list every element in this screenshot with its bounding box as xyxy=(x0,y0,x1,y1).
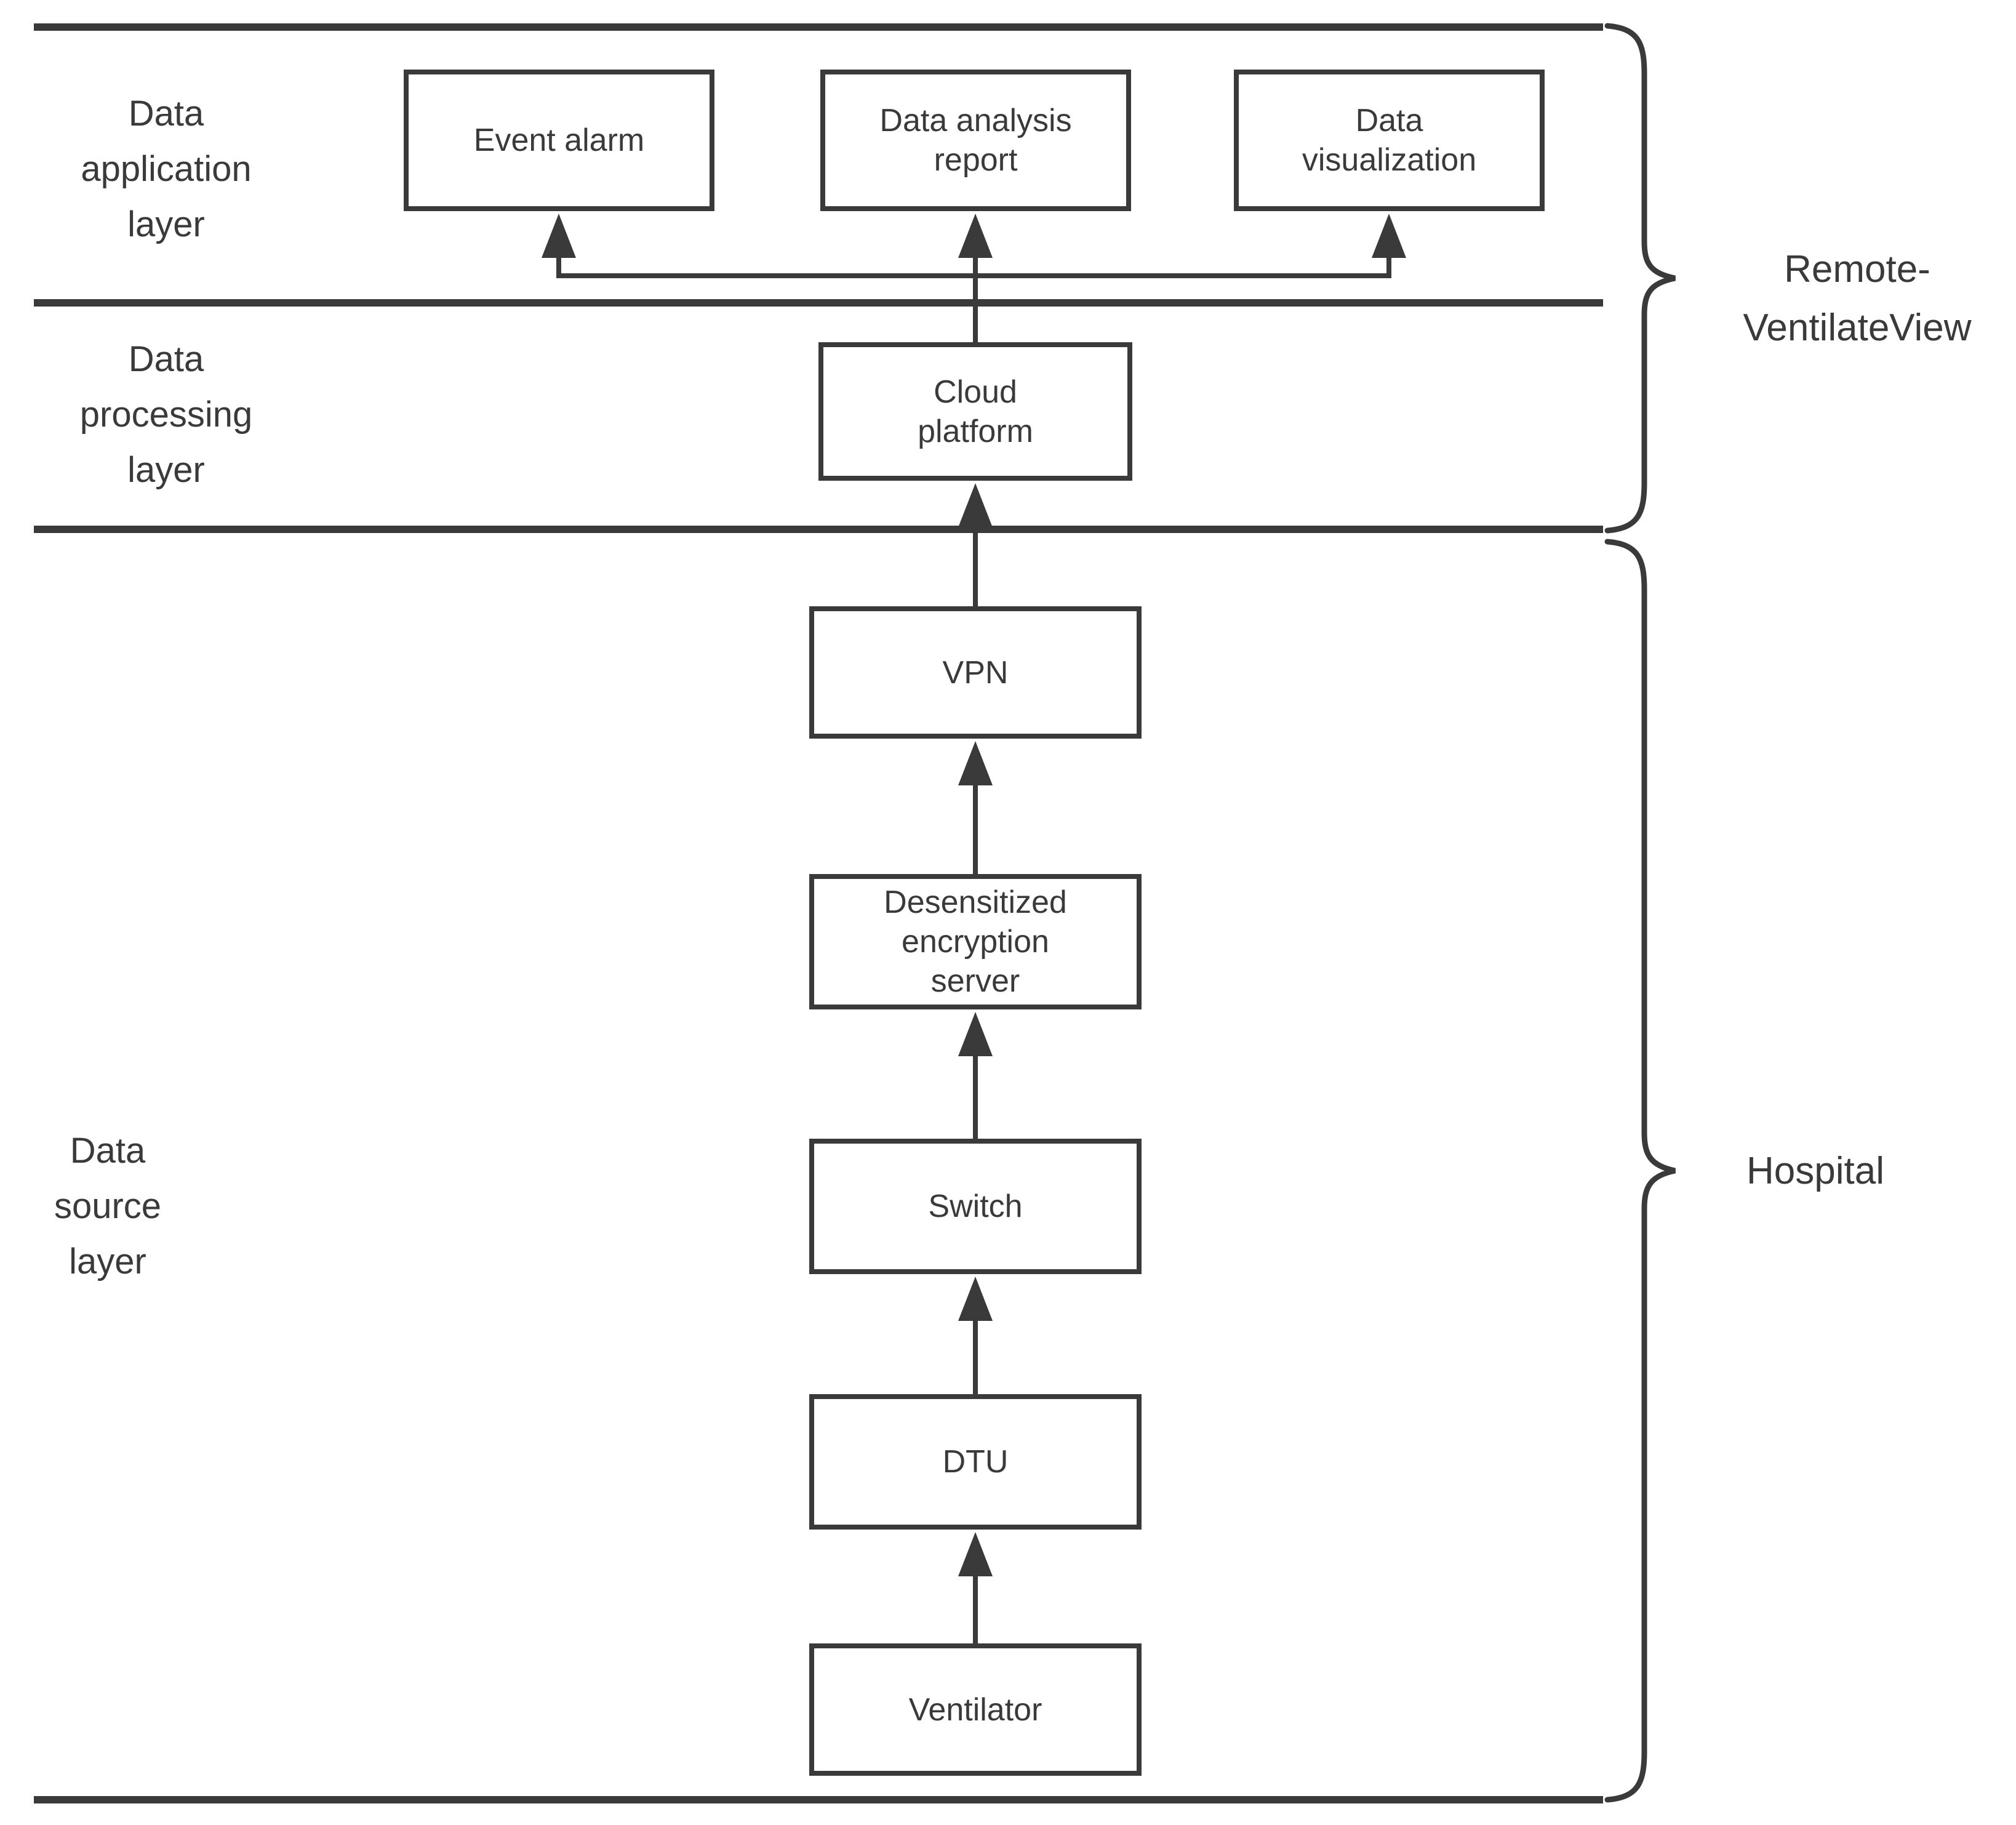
arrow-ventilator-to-dtu xyxy=(958,1532,993,1646)
arrow-stem xyxy=(973,783,978,876)
ventilator-label: Ventilator xyxy=(908,1691,1042,1728)
arrowhead-into-server xyxy=(958,1012,993,1056)
arrow-dtu-to-switch xyxy=(958,1277,993,1397)
connector-stem-center xyxy=(973,254,978,345)
switch-label: Switch xyxy=(928,1189,1023,1224)
connector-stub-left xyxy=(556,254,561,278)
vpn-label: VPN xyxy=(942,654,1009,691)
arrowhead-into-event-alarm xyxy=(542,214,576,258)
desensitized-encryption-server-label: Desensitized encryption server xyxy=(884,884,1067,999)
arrowhead-into-dtu xyxy=(958,1532,993,1576)
cloud-platform-label: Cloud platform xyxy=(918,374,1033,449)
arrow-stem xyxy=(973,1574,978,1646)
data-analysis-report-box: Data analysis report xyxy=(820,70,1131,211)
arrow-stem xyxy=(973,1054,978,1141)
arrowhead-into-switch xyxy=(958,1277,993,1321)
data-application-layer-label: Data application layer xyxy=(81,94,252,244)
layer-divider-top xyxy=(34,23,1603,31)
arrow-server-to-vpn xyxy=(958,741,993,876)
divider-application-processing xyxy=(34,299,1603,307)
data-processing-layer-label: Data processing layer xyxy=(79,339,253,490)
arrow-switch-to-server xyxy=(958,1012,993,1141)
desensitized-encryption-server-box: Desensitized encryption server xyxy=(809,874,1142,1009)
dtu-box: DTU xyxy=(809,1394,1142,1530)
dtu-label: DTU xyxy=(942,1444,1009,1480)
connector-stub-right xyxy=(1386,254,1391,278)
remote-ventilateview-label: Remote- VentilateView xyxy=(1743,248,1972,349)
divider-processing-source xyxy=(34,526,1603,533)
vpn-box: VPN xyxy=(809,606,1142,739)
data-source-layer-label: Data source layer xyxy=(54,1131,162,1282)
data-analysis-report-label: Data analysis report xyxy=(879,103,1072,178)
data-visualization-box: Data visualization xyxy=(1234,70,1545,211)
switch-box: Switch xyxy=(809,1139,1142,1274)
cloud-to-applications-connector xyxy=(542,214,1406,345)
event-alarm-label: Event alarm xyxy=(473,122,645,158)
remote-ventilateview-brace xyxy=(1604,23,1676,534)
arrow-vpn-to-cloud xyxy=(958,483,993,609)
arrowhead-into-data-visualization xyxy=(1372,214,1406,258)
arrowhead-into-cloud-platform xyxy=(958,483,993,527)
arrow-stem xyxy=(973,1318,978,1397)
arrowhead-into-data-analysis-report xyxy=(958,214,993,258)
event-alarm-box: Event alarm xyxy=(404,70,714,211)
hospital-brace xyxy=(1604,539,1676,1803)
hospital-label: Hospital xyxy=(1746,1150,1884,1192)
arrow-stem xyxy=(973,525,978,609)
ventilator-box: Ventilator xyxy=(809,1643,1142,1776)
data-visualization-label: Data visualization xyxy=(1302,103,1477,178)
cloud-platform-box: Cloud platform xyxy=(818,342,1132,481)
arrowhead-into-vpn xyxy=(958,741,993,785)
layer-divider-bottom xyxy=(34,1796,1603,1803)
